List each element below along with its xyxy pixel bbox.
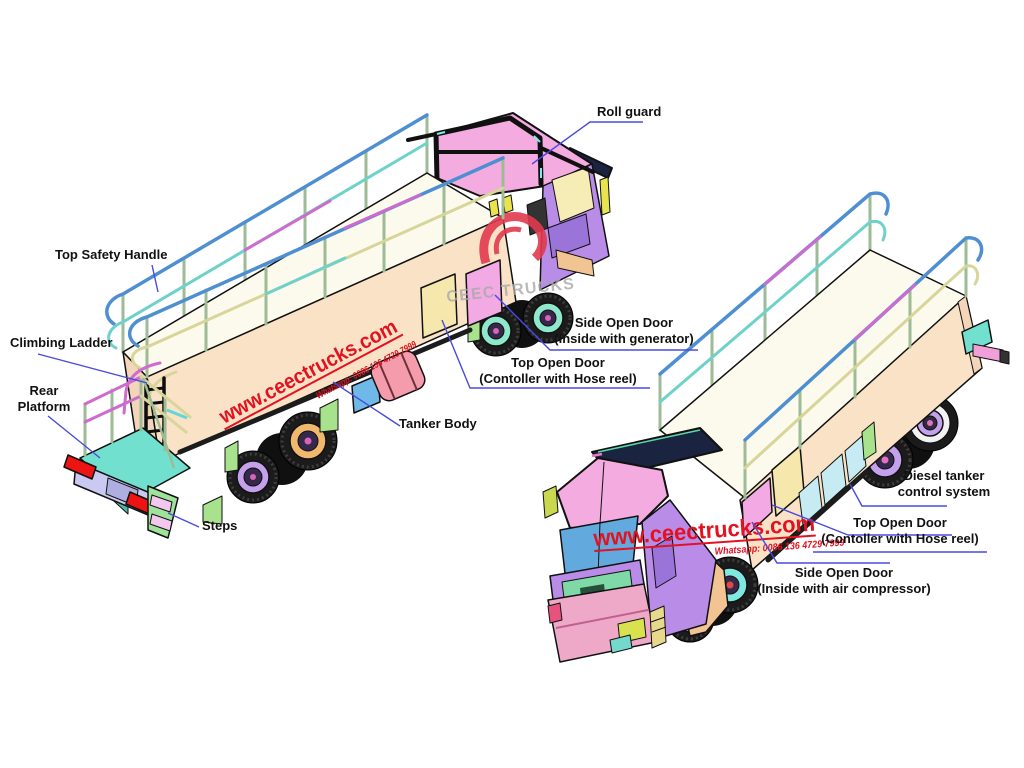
label-climbing-ladder: Climbing Ladder <box>10 335 113 350</box>
label-diesel-control-line2: control system <box>897 484 991 499</box>
leader-climbing-ladder <box>37 353 148 384</box>
leader-diesel-control <box>849 483 947 507</box>
mirror <box>542 485 559 519</box>
label-top-open-door-right-line2: (Contoller with Hose reel) <box>821 531 979 546</box>
right-truck-cab <box>542 427 729 663</box>
tank-marker-light <box>488 198 500 218</box>
left-truck-cab <box>406 112 613 291</box>
leader-top-open-door-left <box>441 319 650 389</box>
fender-flap <box>224 440 239 473</box>
left-truck-near-railing <box>127 156 505 379</box>
right-truck-illustration: www.ceectrucks.com Whatsapp: 0086 136 47… <box>542 191 1010 663</box>
ceec-logo-swoosh <box>479 212 547 265</box>
control-cabinet-panel <box>798 475 823 526</box>
leader-top-safety-handle <box>151 264 159 293</box>
rear-steps <box>147 485 179 539</box>
leader-side-open-door-air <box>751 521 890 564</box>
label-rear-platform-line2: Platform <box>17 399 71 414</box>
lower-lamp <box>609 634 633 654</box>
side-open-door-right-truck <box>741 477 773 539</box>
label-roll-guard: Roll guard <box>597 104 662 119</box>
toolbox <box>351 374 381 414</box>
top-open-door-left-truck <box>420 273 458 339</box>
label-top-open-door-left-line1: Top Open Door <box>511 355 605 370</box>
cab-side-window <box>651 535 677 589</box>
chassis <box>765 469 869 563</box>
wheel <box>226 450 280 504</box>
leader-tanker-body <box>332 381 401 427</box>
fuel-tank <box>370 350 426 402</box>
left-truck-rear-wheels <box>224 398 339 504</box>
cab-marker-light <box>599 176 611 216</box>
right-truck-far-railing <box>658 191 890 432</box>
control-cabinet-panel <box>820 453 847 506</box>
right-truck-near-railing <box>743 236 984 500</box>
handrail-pipe <box>166 408 188 420</box>
rear-platform-railing <box>83 375 192 469</box>
fender-flap <box>202 495 223 525</box>
label-diesel-control: Diesel tanker control system <box>888 468 1000 500</box>
right-truck-compartments <box>741 421 877 539</box>
cab-fender <box>555 249 595 277</box>
label-side-open-door-air: Side Open Door (Inside with air compress… <box>746 565 942 597</box>
side-open-door-left-truck <box>465 259 503 327</box>
label-top-safety-handle: Top Safety Handle <box>55 247 168 262</box>
label-side-open-door-generator-line2: (Inside with generator) <box>554 331 694 346</box>
label-side-open-door-generator-line1: Side Open Door <box>574 315 674 330</box>
label-tanker-body: Tanker Body <box>399 416 477 431</box>
left-truck-rear-assembly <box>63 361 223 539</box>
leader-top-open-door-right <box>771 504 987 553</box>
fender-flap <box>861 421 877 461</box>
leader-roll-guard <box>531 121 643 165</box>
roll-guard-highlights <box>436 131 542 178</box>
fender-flap <box>319 398 339 433</box>
label-rear-platform: Rear Platform <box>6 383 82 415</box>
leader-steps <box>167 512 200 528</box>
label-diesel-control-line1: Diesel tanker <box>903 468 985 483</box>
label-steps: Steps <box>202 518 238 533</box>
cab-rear-window <box>551 166 595 223</box>
right-truck-rear-platform <box>961 319 1010 365</box>
cab-door-window <box>547 213 591 259</box>
rear-pipe-cap <box>999 349 1010 365</box>
leader-rear-platform <box>47 415 101 459</box>
label-side-open-door-air-line2: (Inside with air compressor) <box>757 581 931 596</box>
left-truck-far-railing <box>105 113 429 354</box>
label-side-open-door-air-line1: Side Open Door <box>794 565 894 580</box>
leader-side-open-door-generator <box>494 294 698 351</box>
cab-steps <box>649 605 667 649</box>
fog-lamp <box>547 602 563 624</box>
label-side-open-door-generator: Side Open Door (Inside with generator) <box>544 315 704 347</box>
callout-leader-lines <box>37 121 987 564</box>
left-truck-underbody <box>177 327 473 455</box>
label-rear-platform-line1: Rear <box>29 383 59 398</box>
tail-light <box>63 454 97 480</box>
left-truck-illustration: CEEC TRUCKS www.ceectrucks.com Whatsapp:… <box>63 112 613 539</box>
label-top-open-door-left-line2: (Contoller with Hose reel) <box>479 371 637 386</box>
label-top-open-door-right: Top Open Door (Contoller with Hose reel) <box>808 515 992 547</box>
label-top-open-door-right-line1: Top Open Door <box>853 515 947 530</box>
control-cabinet-panel <box>844 435 867 483</box>
label-top-open-door-left: Top Open Door (Contoller with Hose reel) <box>458 355 658 387</box>
wheel <box>522 292 574 344</box>
